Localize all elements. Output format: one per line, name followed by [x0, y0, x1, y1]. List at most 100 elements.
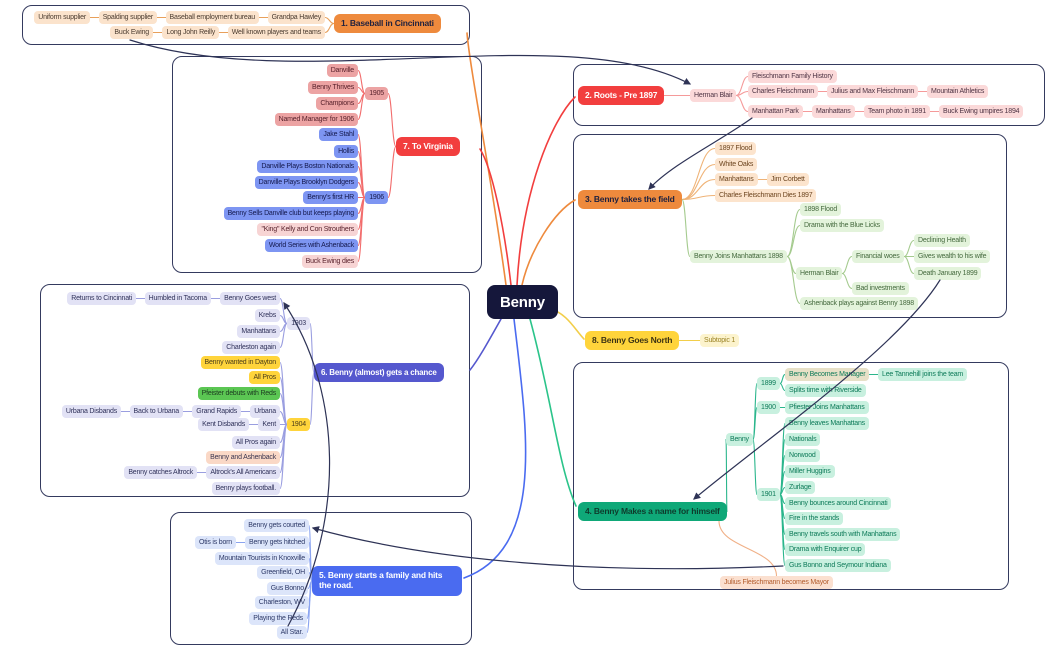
topic-n7h[interactable]: Danville Plays Boston Nationals — [257, 159, 358, 173]
topic-n5b[interactable]: Benny gets hitched — [245, 535, 309, 549]
topic-n4c[interactable]: 1900 — [757, 400, 780, 414]
topic-n6l[interactable]: Grand Rapids — [192, 404, 241, 418]
branch-title-t8[interactable]: 8. Benny Goes North — [585, 330, 680, 350]
topic-n3o[interactable]: Ashenback plays against Benny 1898 — [800, 296, 918, 310]
topic-n3h[interactable]: Drama with the Blue Licks — [800, 218, 884, 232]
topic-n3k[interactable]: Bad investments — [852, 281, 909, 295]
topic-n4p[interactable]: Benny travels south with Manhattans — [785, 527, 901, 541]
topic-n2e[interactable]: Mountain Athletics — [927, 84, 989, 98]
topic-n4q[interactable]: Drama with Enquirer cup — [785, 542, 866, 556]
topic-n7b[interactable]: Benny Thrives — [307, 80, 358, 94]
topic-n6p[interactable]: Kent Disbands — [198, 417, 249, 431]
topic-n5e[interactable]: Greenfield, OH — [257, 565, 309, 579]
topic-n3g[interactable]: 1898 Flood — [800, 202, 842, 216]
topic-n1e[interactable]: Buck Ewing — [110, 25, 153, 39]
topic-n4n[interactable]: Benny bounces around Cincinnati — [785, 496, 892, 510]
branch-title-t3[interactable]: 3. Benny takes the field — [578, 189, 682, 209]
topic-n1b[interactable]: Spalding supplier — [98, 10, 157, 24]
topic-n4k[interactable]: Norwood — [785, 448, 820, 462]
topic-n7i[interactable]: Danville Plays Brooklyn Dodgers — [254, 175, 358, 189]
topic-n7k[interactable]: 1906 — [365, 190, 388, 204]
topic-n5h[interactable]: Playing the Reds — [249, 611, 307, 625]
topic-n6f[interactable]: Charleston again — [222, 340, 280, 354]
topic-n5i[interactable]: All Star. — [276, 625, 307, 639]
topic-n2h[interactable]: Team photo in 1891 — [864, 104, 930, 118]
topic-n6t[interactable]: Altrock's All Americans — [206, 465, 280, 479]
topic-n3l[interactable]: Declining Health — [914, 233, 970, 247]
topic-n4i[interactable]: Benny leaves Manhattans — [785, 416, 869, 430]
topic-n4s[interactable]: Julius Fleischmann becomes Mayor — [720, 575, 833, 589]
topic-n6q[interactable]: 1904 — [287, 417, 310, 431]
topic-n4b[interactable]: 1899 — [757, 376, 780, 390]
topic-n4o[interactable]: Fire in the stands — [785, 511, 844, 525]
topic-n4d[interactable]: 1901 — [757, 487, 780, 501]
topic-n8a[interactable]: Subtopic 1 — [700, 333, 740, 347]
branch-title-t6[interactable]: 6. Benny (almost) gets a chance — [314, 362, 444, 382]
topic-n6k[interactable]: Urbana — [250, 404, 280, 418]
topic-n2c[interactable]: Charles Fleischmann — [748, 84, 818, 98]
topic-n6u[interactable]: Benny catches Altrock — [124, 465, 197, 479]
topic-n5d[interactable]: Mountain Tourists in Knoxville — [214, 551, 309, 565]
topic-n4g[interactable]: Splits time with Riverside — [785, 383, 866, 397]
topic-n7e[interactable]: 1905 — [365, 86, 388, 100]
topic-n4m[interactable]: Zurlage — [785, 480, 816, 494]
topic-n4f[interactable]: Lee Tannehill joins the team — [878, 367, 968, 381]
topic-n6e[interactable]: Manhattans — [237, 324, 280, 338]
topic-n4a[interactable]: Benny — [726, 432, 753, 446]
topic-n6i[interactable]: All Pros — [249, 370, 280, 384]
topic-n6b[interactable]: Humbled in Tacoma — [144, 291, 211, 305]
topic-n3b[interactable]: White Oaks — [715, 157, 758, 171]
topic-n3e[interactable]: Charles Fleischmann Dies 1897 — [715, 188, 817, 202]
topic-n7o[interactable]: Buck Ewing dies — [301, 254, 358, 268]
topic-n1g[interactable]: Well known players and teams — [227, 25, 325, 39]
topic-n6r[interactable]: All Pros again — [231, 435, 280, 449]
topic-n2i[interactable]: Buck Ewing umpires 1894 — [939, 104, 1024, 118]
topic-n6a[interactable]: Benny Goes west — [220, 291, 280, 305]
topic-n6d[interactable]: Krebs — [254, 308, 280, 322]
branch-title-t7[interactable]: 7. To Virginia — [396, 136, 460, 156]
topic-n1a[interactable]: Uniform supplier — [34, 10, 90, 24]
topic-n7f[interactable]: Jake Stahl — [319, 127, 358, 141]
topic-n6m[interactable]: Back to Urbana — [129, 404, 183, 418]
topic-n7c[interactable]: Champions — [316, 96, 358, 110]
topic-n6h[interactable]: Benny wanted in Dayton — [200, 355, 280, 369]
topic-n6v[interactable]: Benny plays football. — [211, 481, 280, 495]
topic-n5c[interactable]: Otis is born — [195, 535, 236, 549]
topic-n6j[interactable]: Pfeister debuts with Reds — [197, 386, 280, 400]
topic-n7g[interactable]: Hollis — [334, 144, 358, 158]
topic-n6g[interactable]: 1903 — [287, 316, 310, 330]
topic-n1d[interactable]: Grandpa Hawley — [267, 10, 325, 24]
topic-n7m[interactable]: "King" Kelly and Con Strouthers — [257, 222, 358, 236]
topic-n2g[interactable]: Manhattans — [812, 104, 855, 118]
topic-n3f[interactable]: Benny Joins Manhattans 1898 — [690, 249, 787, 263]
topic-n2f[interactable]: Manhattan Park — [748, 104, 803, 118]
topic-n2b[interactable]: Fleischmann Family History — [748, 69, 837, 83]
topic-n3c[interactable]: Manhattans — [715, 172, 758, 186]
topic-n6s[interactable]: Benny and Ashenback — [206, 450, 280, 464]
topic-n6n[interactable]: Urbana Disbands — [61, 404, 121, 418]
branch-title-t2[interactable]: 2. Roots - Pre 1897 — [578, 85, 665, 105]
topic-n1c[interactable]: Baseball employment bureau — [165, 10, 259, 24]
topic-n4h[interactable]: Pfiester Joins Manhattans — [785, 400, 869, 414]
topic-n3a[interactable]: 1897 Flood — [715, 141, 757, 155]
branch-title-t1[interactable]: 1. Baseball in Cincinnati — [334, 13, 441, 33]
topic-n7l[interactable]: Benny Sells Danville club but keeps play… — [223, 206, 358, 220]
topic-n3m[interactable]: Gives wealth to his wife — [914, 249, 991, 263]
topic-n3n[interactable]: Death January 1899 — [914, 266, 982, 280]
topic-n7j[interactable]: Benny's first HR — [303, 190, 358, 204]
topic-n7d[interactable]: Named Manager for 1906 — [274, 112, 358, 126]
topic-n6c[interactable]: Returns to Cincinnati — [67, 291, 136, 305]
topic-n3d[interactable]: Jim Corbett — [767, 172, 809, 186]
topic-n4r[interactable]: Gus Bonno and Seymour Indiana — [785, 558, 891, 572]
branch-title-t5[interactable]: 5. Benny starts a family and hits the ro… — [312, 566, 462, 596]
topic-n5g[interactable]: Charleston, WV — [254, 595, 309, 609]
branch-title-t4[interactable]: 4. Benny Makes a name for himself — [578, 501, 727, 521]
topic-n3i[interactable]: Herman Blair — [796, 266, 843, 280]
topic-n5f[interactable]: Gus Bonno — [266, 581, 308, 595]
topic-n5a[interactable]: Benny gets courted — [244, 518, 309, 532]
topic-n7a[interactable]: Danville — [326, 63, 358, 77]
topic-n4e[interactable]: Benny Becomes Manager — [785, 367, 870, 381]
topic-n4j[interactable]: Nationals — [785, 432, 821, 446]
topic-n6o[interactable]: Kent — [258, 417, 280, 431]
